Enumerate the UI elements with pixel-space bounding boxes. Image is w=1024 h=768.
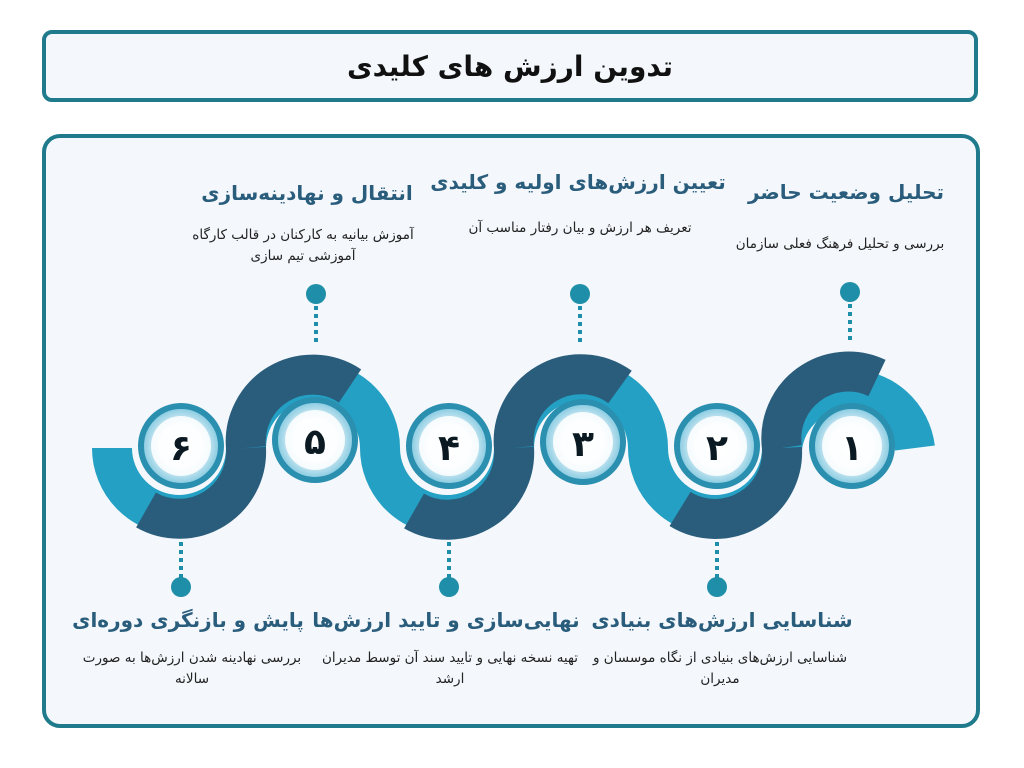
step-4-desc: تهیه نسخه نهایی و تایید سند آن توسط مدیر… <box>322 650 578 687</box>
step-6-disc: ۶ <box>138 403 224 489</box>
step-1-number: ۱ <box>841 428 863 469</box>
wave-band-dark <box>136 351 886 540</box>
step-3-dot <box>570 284 590 304</box>
step-6-dot <box>171 577 191 597</box>
step-3-title: تعیین ارزش‌های اولیه و کلیدی <box>430 170 726 194</box>
title-box: تدوین ارزش های کلیدی <box>42 30 978 102</box>
step-4-title: نهایی‌سازی و تایید ارزش‌ها <box>312 608 580 632</box>
step-5-dot <box>306 284 326 304</box>
step-1-title: تحلیل وضعیت حاضر <box>747 180 945 204</box>
step-2-disc: ۲ <box>674 403 760 489</box>
step-6-title: پایش و بازنگری دوره‌ای <box>72 608 304 632</box>
step-2-title: شناسایی ارزش‌های بنیادی <box>591 608 853 632</box>
step-3-number: ۳ <box>572 424 594 465</box>
step-1-dot <box>840 282 860 302</box>
step-4-disc: ۴ <box>406 403 492 489</box>
step-2-dot <box>707 577 727 597</box>
step-1-desc: بررسی و تحلیل فرهنگ فعلی سازمان <box>735 236 945 252</box>
step-2-number: ۲ <box>706 428 728 469</box>
step-5-disc: ۵ <box>272 397 358 483</box>
step-1-disc: ۱ <box>809 403 895 489</box>
step-5-number: ۵ <box>304 422 326 463</box>
step-6-desc: بررسی نهادینه شدن ارزش‌ها به صورت سالانه <box>82 650 302 687</box>
step-2-desc: شناسایی ارزش‌های بنیادی از نگاه موسسان و… <box>592 650 848 687</box>
step-6-number: ۶ <box>170 428 192 469</box>
step-4-number: ۴ <box>438 428 460 469</box>
step-4-dot <box>439 577 459 597</box>
step-5-desc: آموزش بیانیه به کارکنان در قالب کارگاه آ… <box>192 227 414 264</box>
connectors <box>179 304 852 578</box>
step-3-disc: ۳ <box>540 399 626 485</box>
page-title: تدوین ارزش های کلیدی <box>346 49 674 83</box>
step-5-title: انتقال و نهادینه‌سازی <box>201 181 413 205</box>
step-3-desc: تعریف هر ارزش و بیان رفتار مناسب آن <box>468 220 692 236</box>
